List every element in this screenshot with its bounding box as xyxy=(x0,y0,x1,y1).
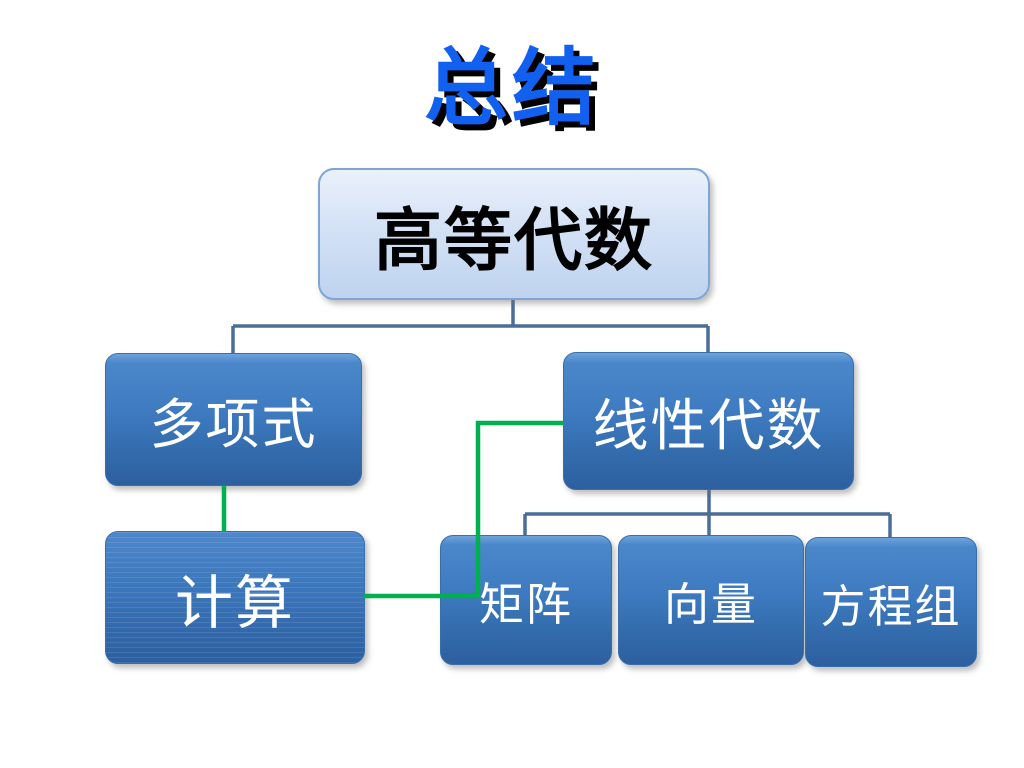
node-higher-algebra: 高等代数 xyxy=(318,168,710,300)
node-vector-label: 向量 xyxy=(663,579,758,630)
page-title: 总结 xyxy=(423,41,600,135)
node-equation-system: 方程组 xyxy=(805,537,977,667)
node-linear-algebra: 线性代数 xyxy=(563,352,854,490)
node-higher-algebra-label: 高等代数 xyxy=(373,202,654,279)
node-matrix-label: 矩阵 xyxy=(478,579,573,630)
node-polynomial: 多项式 xyxy=(105,353,362,486)
node-calculation: 计算 xyxy=(105,531,365,664)
node-calculation-label: 计算 xyxy=(174,570,295,636)
node-matrix: 矩阵 xyxy=(440,535,612,665)
node-equation-system-label: 方程组 xyxy=(820,581,962,632)
node-vector: 向量 xyxy=(618,535,804,665)
node-linear-algebra-label: 线性代数 xyxy=(592,395,825,458)
node-polynomial-label: 多项式 xyxy=(149,395,318,455)
